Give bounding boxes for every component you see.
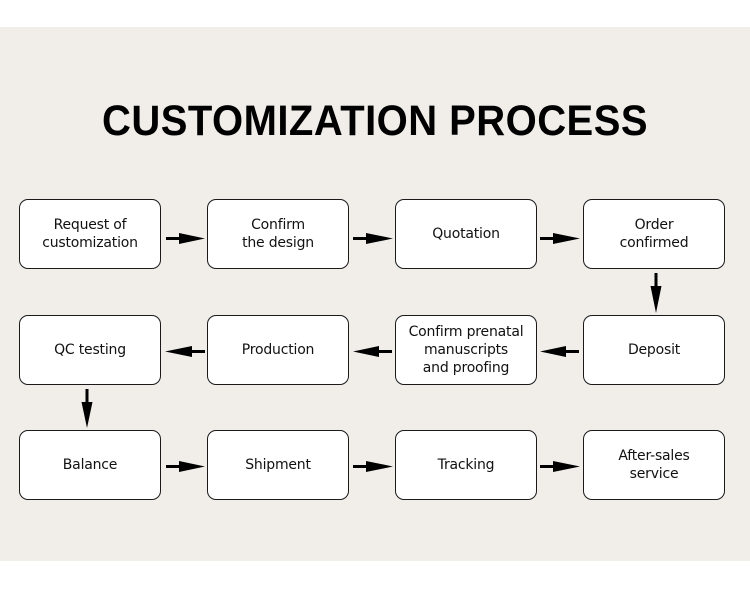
step-label: Request of customization (42, 217, 138, 251)
step-balance: Balance (19, 430, 161, 500)
step-request-of-customization: Request of customization (19, 199, 161, 269)
step-shipment: Shipment (207, 430, 349, 500)
step-qc-testing: QC testing (19, 315, 161, 385)
step-label: QC testing (54, 342, 126, 358)
step-confirm-the-design: Confirm the design (207, 199, 349, 269)
step-label: Production (241, 342, 315, 358)
step-label: Order confirmed (619, 217, 689, 251)
step-quotation: Quotation (395, 199, 537, 269)
step-label: Quotation (432, 226, 500, 242)
step-label: Confirm the design (242, 217, 314, 251)
step-label: Deposit (627, 342, 681, 358)
step-label: Tracking (437, 457, 495, 473)
step-production: Production (207, 315, 349, 385)
step-label: Shipment (245, 457, 311, 473)
step-label: Balance (62, 457, 118, 473)
step-after-sales-service: After-sales service (583, 430, 725, 500)
diagram-title: CUSTOMIZATION PROCESS (102, 97, 648, 145)
step-confirm-prenatal-manuscripts: Confirm prenatal manuscripts and proofin… (395, 315, 537, 385)
step-deposit: Deposit (583, 315, 725, 385)
step-order-confirmed: Order confirmed (583, 199, 725, 269)
step-tracking: Tracking (395, 430, 537, 500)
step-label: Confirm prenatal manuscripts and proofin… (408, 324, 524, 376)
step-label: After-sales service (618, 448, 690, 482)
